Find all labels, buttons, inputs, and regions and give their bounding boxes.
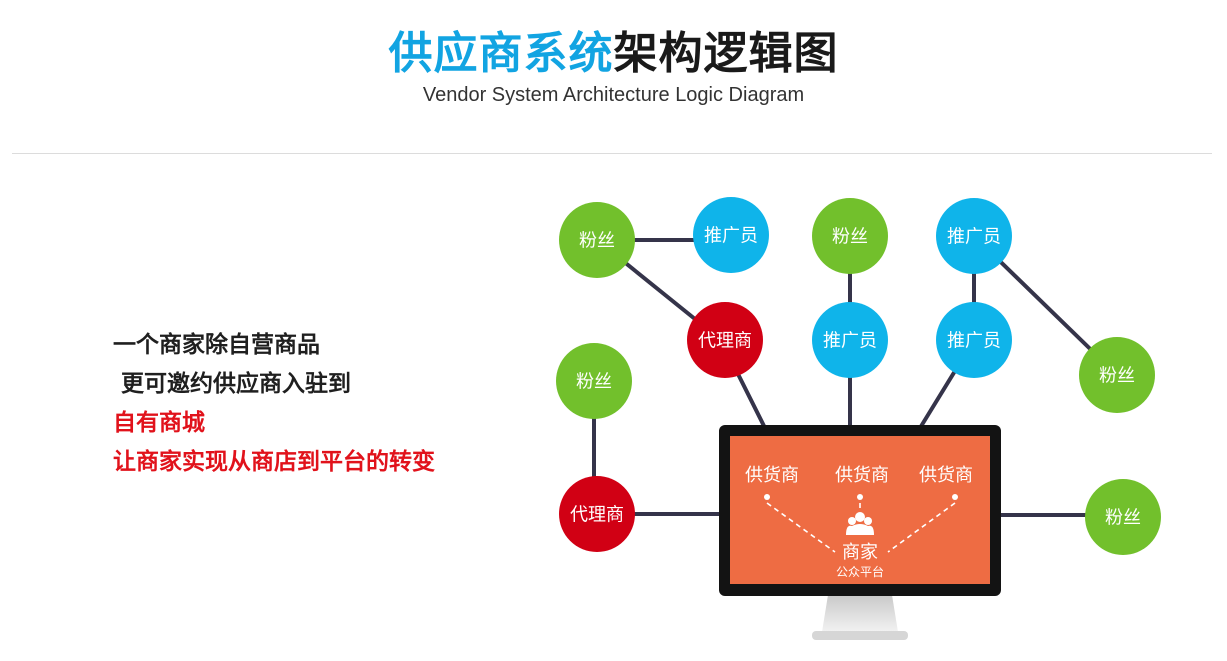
- svg-text:粉丝: 粉丝: [576, 372, 612, 393]
- description-line-2: 更可邀约供应商入驻到: [121, 371, 351, 397]
- page-subtitle: Vendor System Architecture Logic Diagram: [422, 84, 805, 106]
- page-title: 供应商系统架构逻辑图: [0, 26, 1227, 82]
- svg-text:推广员: 推广员: [947, 331, 1001, 352]
- monitor-stand-base: [812, 631, 908, 640]
- title-accent: 供应商系统: [388, 28, 614, 79]
- monitor-stand: [822, 595, 898, 632]
- node-fan-4: 粉丝: [556, 343, 632, 419]
- node-fan-2: 粉丝: [812, 198, 888, 274]
- description-line-4: 让商家实现从商店到平台的转变: [113, 449, 435, 475]
- description-block: 一个商家除自营商品 更可邀约供应商入驻到 自有商城 让商家实现从商店到平台的转变: [113, 326, 435, 482]
- supplier-label-2: 供货商: [835, 465, 889, 486]
- svg-text:代理商: 代理商: [570, 505, 624, 526]
- svg-text:粉丝: 粉丝: [832, 227, 868, 248]
- svg-text:粉丝: 粉丝: [1105, 508, 1141, 529]
- node-promoter-3: 推广员: [812, 302, 888, 378]
- node-fan-3: 粉丝: [1079, 337, 1155, 413]
- description-line-3: 自有商城: [113, 410, 205, 436]
- svg-text:代理商: 代理商: [698, 331, 752, 352]
- node-fan-5: 粉丝: [1085, 479, 1161, 555]
- supplier-dot-2: [857, 494, 863, 500]
- supplier-label-1: 供货商: [745, 465, 799, 486]
- node-promoter-1: 推广员: [693, 197, 769, 273]
- title-rest: 架构逻辑图: [613, 28, 839, 79]
- node-agent-1: 代理商: [687, 302, 763, 378]
- svg-text:粉丝: 粉丝: [579, 231, 615, 252]
- monitor: 供货商 供货商 供货商 商家 公众平台: [719, 425, 1001, 640]
- node-fan-1: 粉丝: [559, 202, 635, 278]
- node-promoter-2: 推广员: [936, 198, 1012, 274]
- merchant-label: 商家: [842, 542, 878, 563]
- svg-text:推广员: 推广员: [704, 226, 758, 247]
- supplier-dot-3: [952, 494, 958, 500]
- merchant-sublabel: 公众平台: [836, 564, 884, 579]
- supplier-label-3: 供货商: [919, 465, 973, 486]
- merchant-people-icon: [846, 512, 874, 535]
- svg-text:粉丝: 粉丝: [1099, 366, 1135, 387]
- svg-text:推广员: 推广员: [947, 227, 1001, 248]
- node-promoter-4: 推广员: [936, 302, 1012, 378]
- supplier-dot-1: [764, 494, 770, 500]
- supplier-dashed-links: [766, 502, 956, 553]
- header-divider: [12, 153, 1212, 154]
- description-line-1: 一个商家除自营商品: [113, 332, 320, 358]
- node-agent-2: 代理商: [559, 476, 635, 552]
- svg-text:推广员: 推广员: [823, 331, 877, 352]
- diagram-nodes: 粉丝 推广员 粉丝 推广员 代理商 推广员 推广员 粉丝: [556, 197, 1161, 555]
